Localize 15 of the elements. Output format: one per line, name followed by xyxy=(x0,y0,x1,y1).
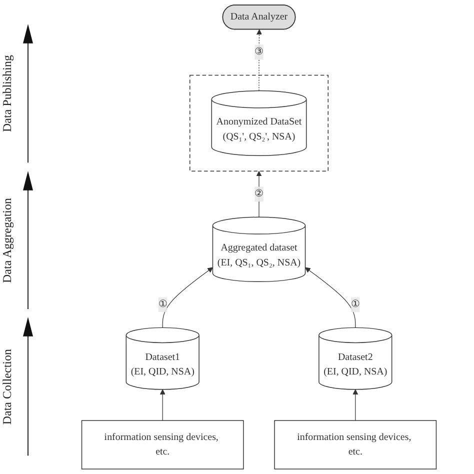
arrow xyxy=(162,267,213,328)
edge-label: ① xyxy=(351,299,360,310)
cluster xyxy=(190,74,328,172)
arrow xyxy=(256,29,262,92)
stage-label: Data Aggregation xyxy=(0,198,15,282)
edge-label: ① xyxy=(158,299,167,310)
arrow xyxy=(160,389,166,421)
node-box: information sensing devices, etc. xyxy=(274,420,437,470)
edge-label: ② xyxy=(254,188,264,200)
node-box: information sensing devices, etc. xyxy=(81,420,244,470)
arrow xyxy=(305,267,356,328)
edge-label: ③ xyxy=(254,46,264,58)
stage-label: Data Publishing xyxy=(0,54,15,132)
arrow xyxy=(352,389,358,421)
stage-label: Data Collection xyxy=(0,348,15,424)
